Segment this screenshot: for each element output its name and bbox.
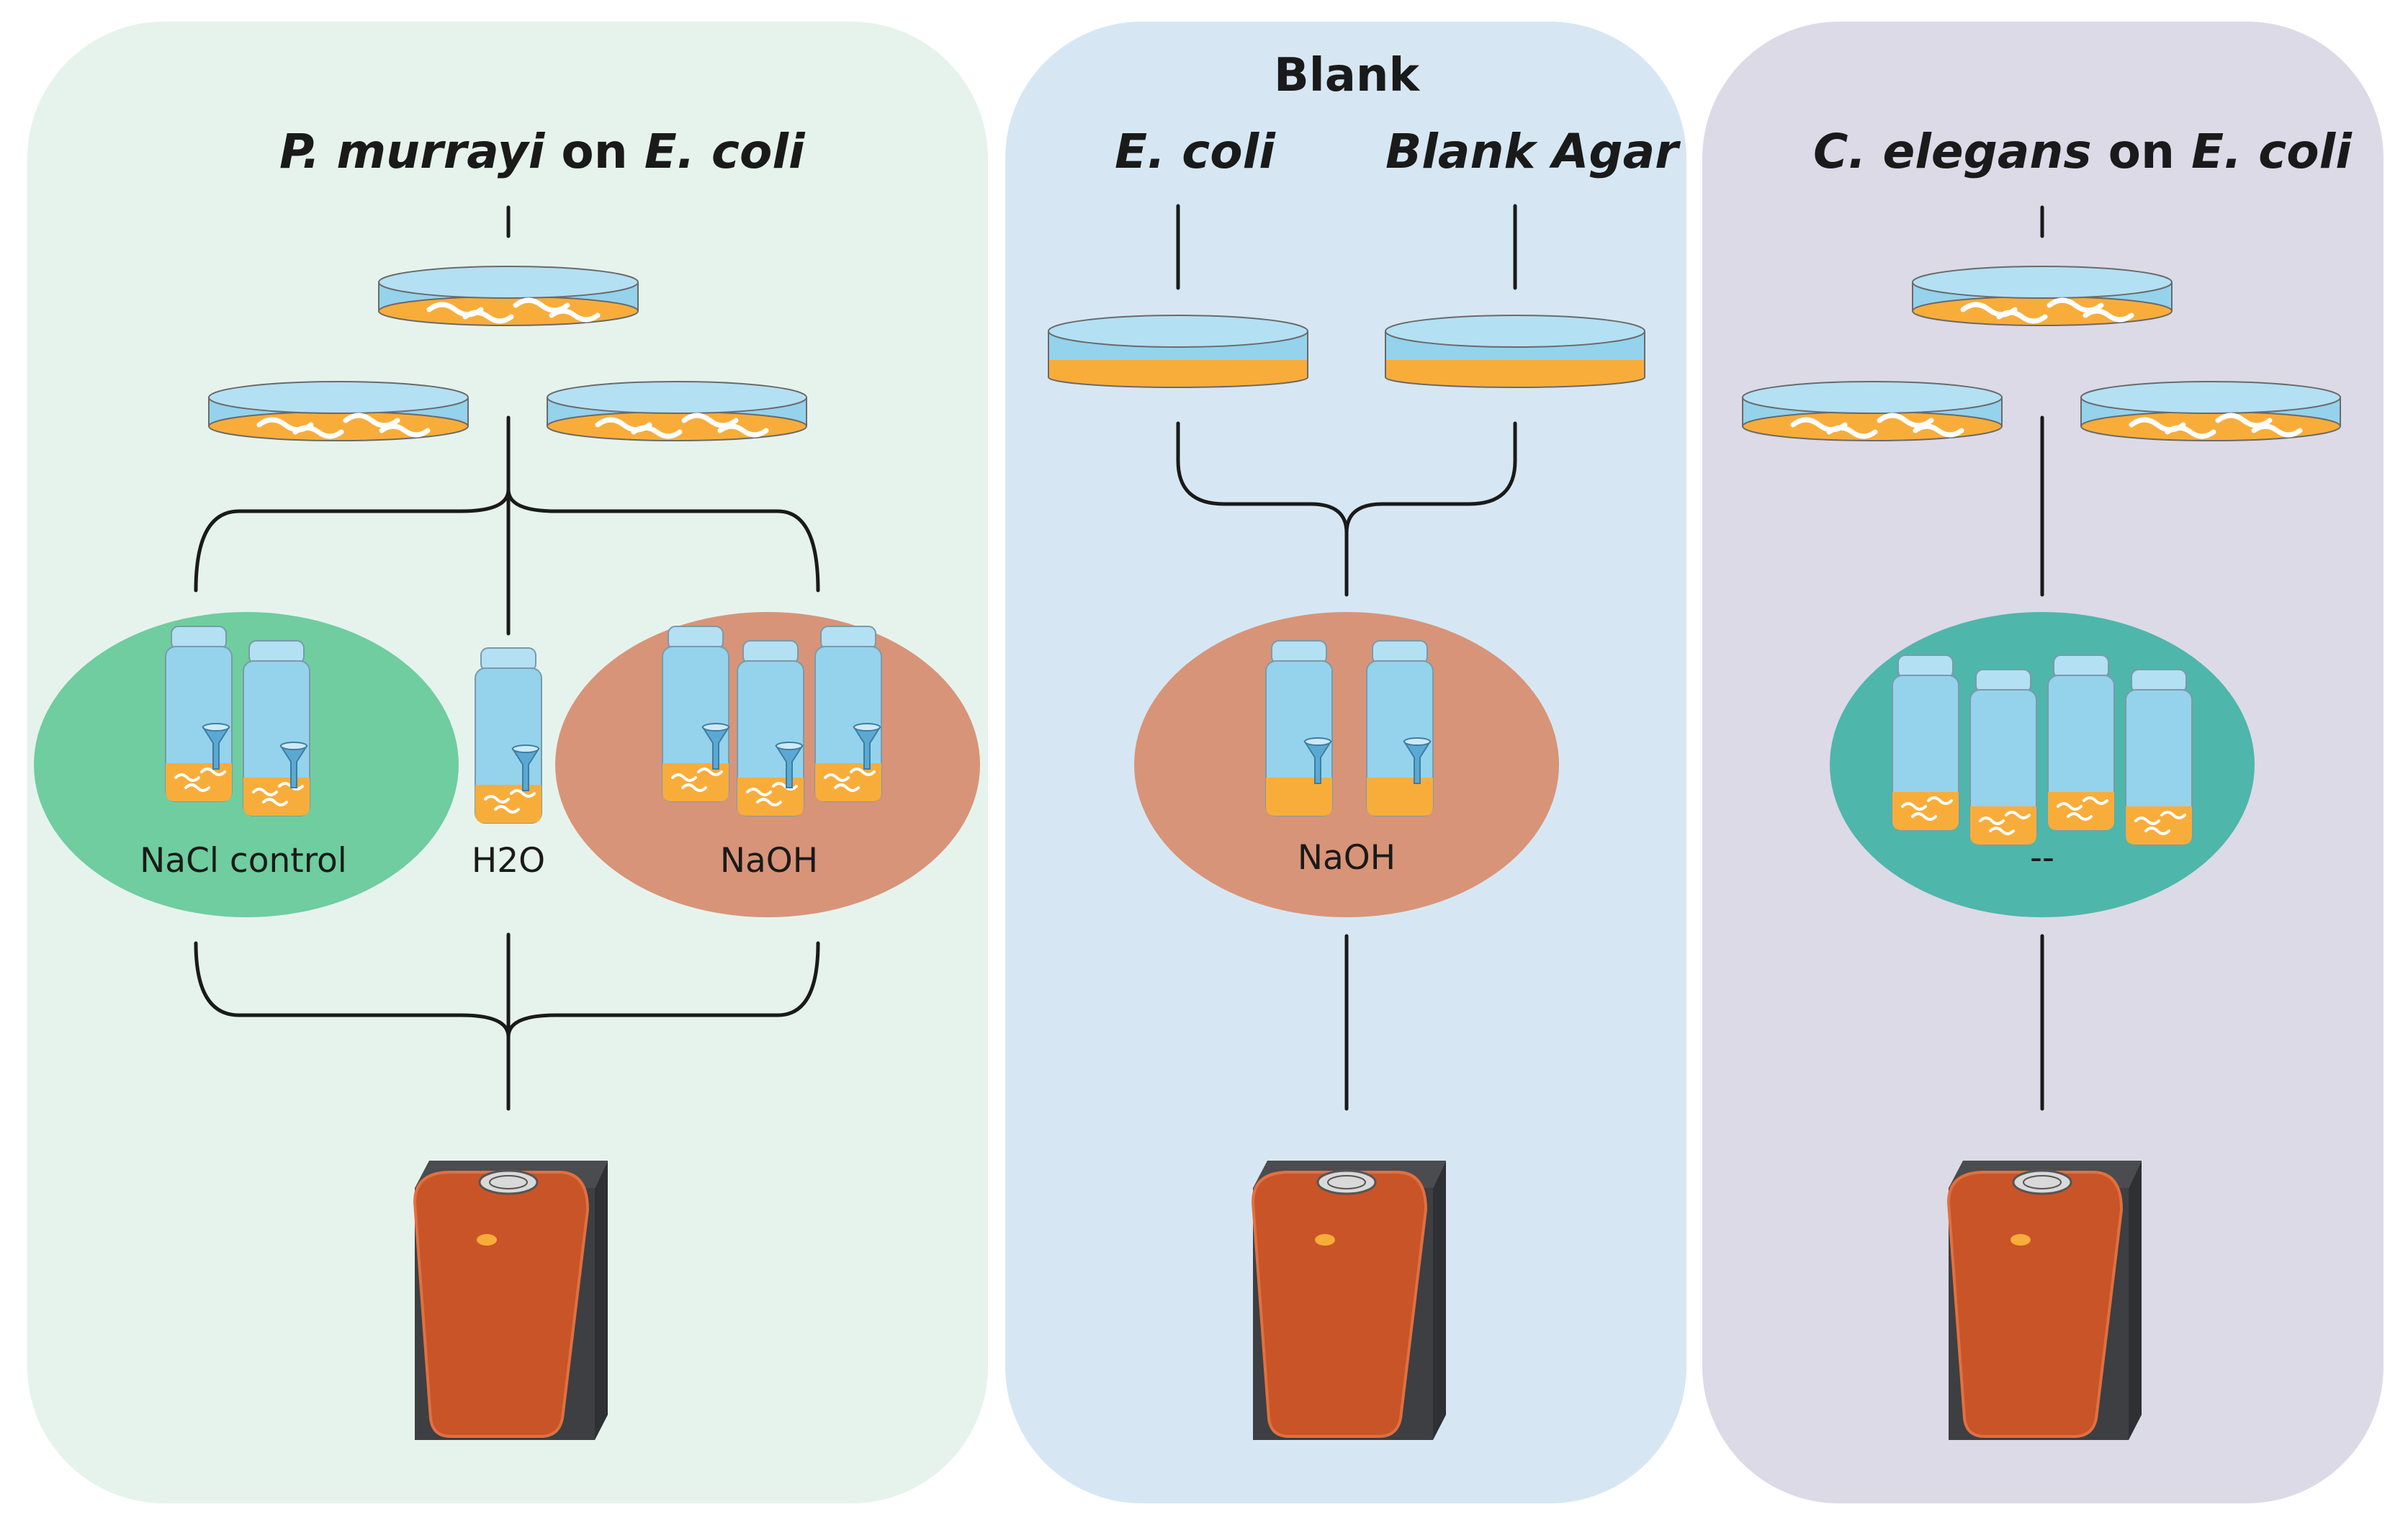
left-connectors xyxy=(194,205,820,1111)
vial-icon xyxy=(2124,668,2193,846)
title-on: on xyxy=(2108,124,2175,179)
title-species: P. murrayi xyxy=(279,124,545,179)
petri-dish-icon xyxy=(1913,266,2172,325)
title-species: C. elegans xyxy=(1813,124,2092,179)
right-panel-title: C. elegans on E. coli xyxy=(1813,124,2352,179)
title-on: on xyxy=(561,124,628,179)
centrifuge-icon xyxy=(1252,1159,1447,1441)
vial-icon xyxy=(1366,640,1434,816)
title-host: E. coli xyxy=(644,124,805,179)
h2o-label: H2O xyxy=(471,841,546,881)
middle-column-ecoli: E. coli xyxy=(1115,124,1275,179)
petri-dish-icon xyxy=(2081,382,2340,441)
vial-icon xyxy=(1891,654,1960,832)
vial-icon xyxy=(814,625,883,803)
petri-dish-icon xyxy=(379,266,638,325)
vial-icon xyxy=(164,625,233,803)
vial-icon xyxy=(1265,640,1333,816)
blank-naoh-label: NaOH xyxy=(1297,838,1396,878)
middle-connectors xyxy=(1176,204,1517,1111)
petri-dish-icon xyxy=(1385,315,1645,388)
vial-icon xyxy=(661,625,730,803)
control-dash-label: -- xyxy=(2030,838,2054,878)
petri-dish-icon xyxy=(1743,382,2002,441)
petri-dish-icon xyxy=(547,382,807,441)
vial-icon xyxy=(242,639,311,817)
naoh-label: NaOH xyxy=(719,841,819,881)
middle-panel-title: Blank xyxy=(1273,49,1420,102)
centrifuge-icon xyxy=(1947,1159,2143,1441)
middle-column-blank-agar: Blank Agar xyxy=(1385,124,1679,179)
petri-dish-icon xyxy=(1048,315,1308,388)
title-host: E. coli xyxy=(2191,124,2352,179)
nacl-control-label: NaCl control xyxy=(140,841,347,881)
vial-icon xyxy=(2047,654,2116,832)
centrifuge-icon xyxy=(413,1159,609,1441)
petri-dish-icon xyxy=(209,382,468,441)
blank-naoh-oval xyxy=(1134,612,1559,917)
left-panel-title: P. murrayi on E. coli xyxy=(279,124,805,179)
vial-icon xyxy=(474,647,543,824)
vial-icon xyxy=(736,639,805,817)
vial-icon xyxy=(1969,668,2038,846)
column-label: E. coli xyxy=(1115,124,1275,179)
column-label: Blank Agar xyxy=(1385,124,1679,179)
